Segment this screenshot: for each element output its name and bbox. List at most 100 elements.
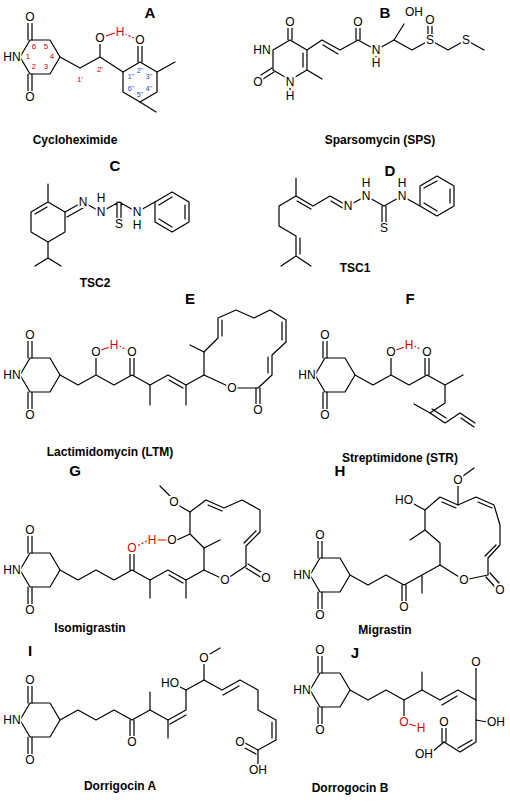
atom-label: N	[96, 206, 107, 218]
atom-label: HN	[292, 569, 311, 581]
atom-label: O	[398, 716, 409, 728]
structure-letter: F	[404, 291, 415, 306]
atom-label: O	[252, 76, 263, 88]
atom-label: S	[114, 218, 124, 230]
atom-label: O	[198, 652, 209, 664]
locant-number: 3''	[145, 73, 154, 80]
compound-name: Migrastin	[357, 624, 412, 636]
atom-label: O	[90, 346, 101, 358]
locant-number: 3	[43, 63, 49, 71]
atom-label: O	[234, 736, 245, 748]
atom-label: O	[319, 329, 330, 341]
atom-label: H	[397, 177, 408, 189]
atom-label: O	[424, 14, 435, 26]
locant-number: 2'	[96, 66, 104, 74]
atom-label: H	[96, 192, 107, 204]
compound-name: Cycloheximide	[32, 134, 119, 146]
structure-letter: C	[109, 158, 122, 173]
atom-label: O	[126, 542, 137, 554]
structure-letter: G	[68, 463, 82, 478]
atom-label: O	[260, 572, 271, 584]
atom-label: O	[398, 601, 409, 613]
structure-letter: H	[334, 463, 347, 478]
atom-label: O	[24, 409, 35, 421]
atom-label: HN	[2, 369, 21, 381]
atom-label: O	[438, 716, 449, 728]
atom-label: O	[314, 529, 325, 541]
atom-label: O	[126, 736, 137, 748]
atom-label: OH	[248, 764, 268, 776]
atom-label: O	[24, 754, 35, 766]
atom-label: H	[147, 534, 158, 546]
atom-label: N	[285, 76, 296, 88]
atom-label: O	[226, 382, 237, 394]
atom-label: O	[452, 474, 463, 486]
atom-label: OH	[486, 716, 506, 728]
atom-label: N	[397, 190, 408, 202]
compound-name: Dorrigocin A	[83, 780, 157, 792]
atom-label: O	[24, 11, 35, 23]
structure-letter: J	[350, 645, 360, 660]
compound-name: TSC1	[339, 262, 372, 274]
atom-label: HN	[252, 44, 271, 56]
atom-label: H	[132, 219, 143, 231]
atom-label: O	[24, 674, 35, 686]
atom-label: O	[319, 409, 330, 421]
atom-label: HN	[292, 684, 311, 696]
atom-label: N	[78, 196, 89, 208]
atom-label: S	[425, 34, 435, 46]
locant-number: 2''	[136, 67, 145, 74]
atom-label: N	[343, 200, 354, 212]
structure-letter: D	[384, 163, 397, 178]
atom-label: HN	[2, 714, 21, 726]
atom-label: O	[385, 346, 396, 358]
compound-name: Lactimidomycin (LTM)	[46, 446, 174, 458]
atom-label: O	[24, 604, 35, 616]
compound-name: Sparsomycin (SPS)	[324, 134, 437, 146]
atom-label: O	[166, 534, 177, 546]
atom-label: H	[115, 26, 126, 38]
atom-label: HO	[160, 677, 180, 689]
locant-number: 1	[25, 53, 31, 61]
locant-number: 6	[31, 43, 37, 51]
locant-number: 4''	[145, 85, 154, 92]
atom-label: O	[252, 404, 263, 416]
atom-label: N	[132, 206, 143, 218]
locant-number: 5''	[136, 91, 145, 98]
atom-label: H	[371, 57, 382, 69]
atom-label: O	[314, 609, 325, 621]
atom-label: O	[494, 584, 505, 596]
atom-label: S	[461, 34, 471, 46]
atom-label: H	[416, 722, 427, 734]
atom-label: HN	[297, 369, 316, 381]
atom-label: OH	[404, 6, 424, 18]
atom-label: O	[94, 32, 105, 44]
atom-label: H	[404, 339, 415, 351]
compound-name: Streptimidone (STR)	[341, 452, 459, 464]
locant-number: 4	[49, 53, 55, 61]
atom-label: HO	[394, 494, 414, 506]
locant-number: 1''	[127, 73, 136, 80]
structure-letter: A	[144, 5, 157, 20]
atom-label: O	[470, 656, 481, 668]
atom-label: OH	[414, 748, 434, 760]
atom-label: O	[314, 724, 325, 736]
structure-letter: I	[27, 643, 33, 658]
atom-label: O	[24, 91, 35, 103]
atom-label: O	[126, 346, 137, 358]
atom-label: N	[361, 190, 372, 202]
atom-label: N	[371, 44, 382, 56]
compound-name: Isomigrastin	[53, 622, 126, 634]
atom-label: O	[219, 574, 230, 586]
atom-label: O	[421, 346, 432, 358]
atom-label: H	[109, 339, 120, 351]
structure-letter: E	[184, 291, 196, 306]
atom-label: HN	[2, 51, 21, 63]
atom-label: O	[24, 524, 35, 536]
atom-label: S	[379, 222, 389, 234]
locant-number: 5	[43, 43, 49, 51]
structure-letter: B	[379, 5, 392, 20]
atom-label: O	[458, 574, 469, 586]
